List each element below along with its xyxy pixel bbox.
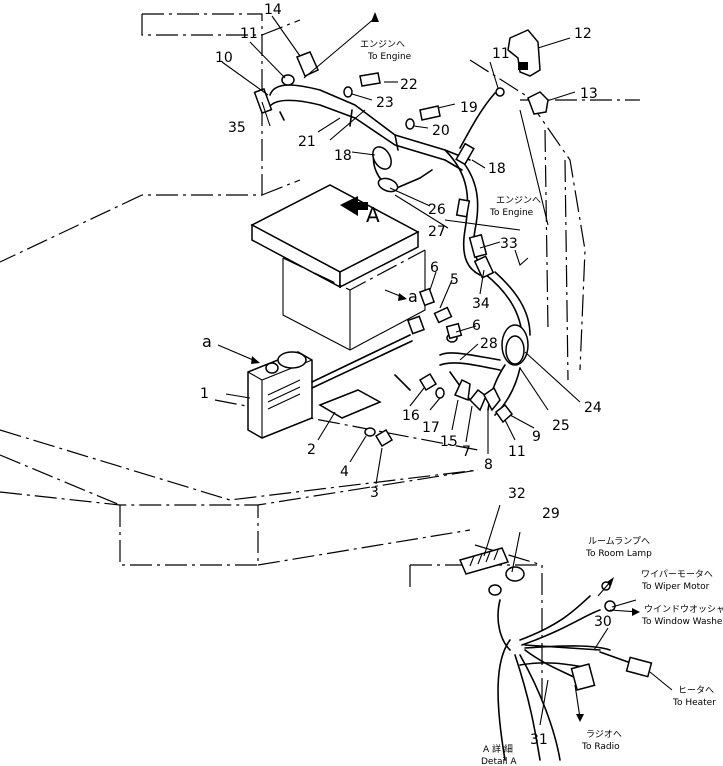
callout-27: 27: [428, 224, 446, 240]
callout-16: 16: [402, 408, 420, 424]
callout-26: 26: [428, 202, 446, 218]
to-room-lamp-en: To Room Lamp: [585, 549, 652, 559]
callout-7: 7: [462, 444, 471, 460]
callout-28: 28: [480, 336, 498, 352]
callout-33: 33: [500, 236, 518, 252]
callout-11a: 11: [240, 26, 258, 42]
callout-10: 10: [215, 50, 233, 66]
to-engine-mid-jp: エンジンへ: [496, 196, 541, 206]
callout-3: 3: [370, 485, 379, 501]
callout-5: 5: [450, 272, 459, 288]
callout-31: 31: [530, 732, 548, 748]
leader-lines: [221, 15, 609, 726]
annotations: エンジンへ To Engine エンジンへ To Engine ルームランプへ …: [202, 40, 723, 766]
to-engine-mid-en: To Engine: [489, 208, 534, 218]
to-engine-top-jp: エンジンへ: [360, 40, 405, 50]
to-engine-top-en: To Engine: [367, 52, 412, 62]
callout-21: 21: [298, 134, 316, 150]
callout-17: 17: [422, 420, 440, 436]
callout-25: 25: [552, 418, 570, 434]
detail-a: [458, 547, 653, 761]
to-washer-en: To Window Washer: [641, 617, 723, 627]
detail-a-en: Detail A: [481, 757, 517, 766]
callout-14: 14: [264, 2, 282, 18]
to-room-lamp-jp: ルームランプへ: [588, 536, 650, 547]
callout-15: 15: [440, 434, 458, 450]
callout-1: 1: [200, 386, 209, 402]
ref-a-left: a: [202, 332, 212, 351]
small-parts: [247, 29, 549, 448]
to-wiper-jp: ワイパーモータへ: [641, 569, 713, 580]
detail-a-jp: A 詳 細: [483, 743, 513, 755]
to-washer-jp: ウインドウオッシャへ: [644, 604, 723, 615]
to-heater-en: To Heater: [672, 698, 716, 708]
callout-29: 29: [542, 506, 560, 522]
harness-top: [253, 84, 531, 416]
to-radio-jp: ラジオへ: [586, 729, 622, 740]
view-a-label: A: [366, 203, 380, 227]
callout-6b: 6: [472, 318, 481, 334]
callout-24: 24: [584, 400, 602, 416]
to-radio-en: To Radio: [581, 742, 620, 752]
cab-outline: [0, 13, 640, 700]
callout-8: 8: [484, 457, 493, 473]
to-heater-jp: ヒータへ: [678, 685, 714, 696]
callout-11c: 11: [508, 444, 526, 460]
callout-20: 20: [432, 123, 450, 139]
callout-13: 13: [580, 86, 598, 102]
callout-18b: 18: [488, 161, 506, 177]
callout-22: 22: [400, 77, 418, 93]
direction-arrows: [217, 12, 673, 722]
callout-35: 35: [228, 120, 246, 136]
callout-19: 19: [460, 100, 478, 116]
battery-box: [250, 184, 426, 351]
callout-12: 12: [574, 26, 592, 42]
callout-23: 23: [376, 95, 394, 111]
ref-a-mid: a: [408, 287, 418, 306]
callout-9: 9: [532, 429, 541, 445]
callout-11b: 11: [492, 46, 510, 62]
to-wiper-en: To Wiper Motor: [641, 582, 710, 592]
callout-4: 4: [340, 464, 349, 480]
callout-numbers: 1 2 3 4 5 6 6 7 8 9 10 11 11 11 12 13 14…: [200, 2, 612, 748]
callout-18a: 18: [334, 148, 352, 164]
callout-34: 34: [472, 296, 490, 312]
callout-32: 32: [508, 486, 526, 502]
callout-2: 2: [307, 442, 316, 458]
callout-6a: 6: [430, 260, 439, 276]
callout-30: 30: [594, 614, 612, 630]
